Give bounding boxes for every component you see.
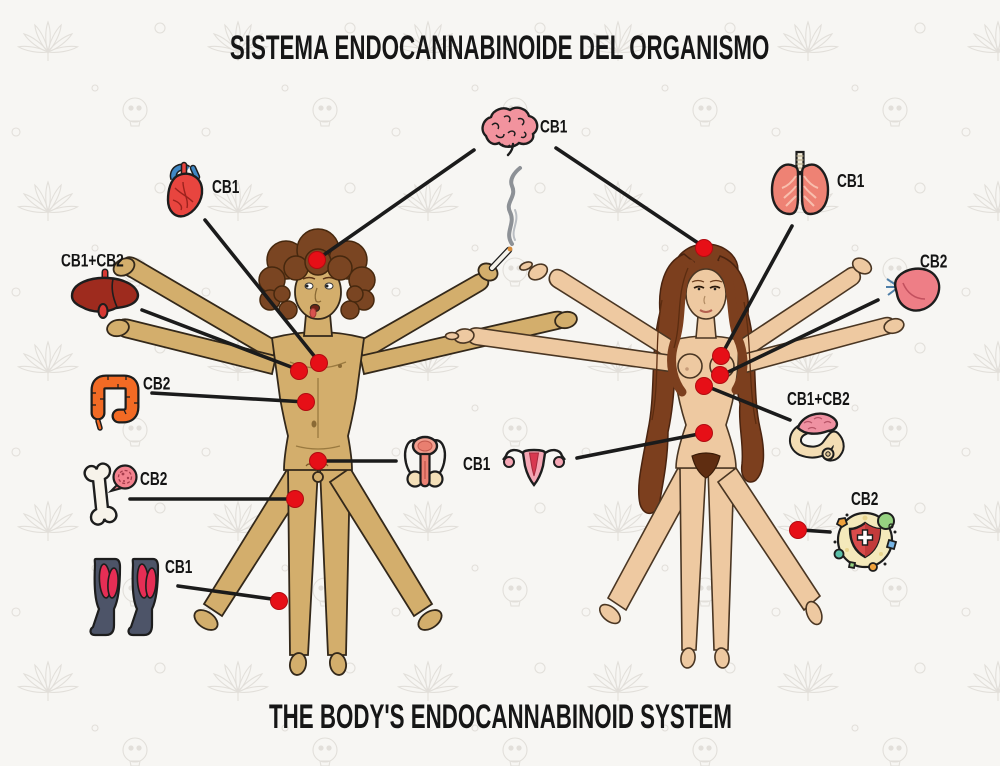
muscles-icon: [89, 557, 160, 637]
immune-receptor-label: CB2: [851, 487, 879, 509]
pancreas-receptor-label: CB1+CB2: [787, 387, 850, 409]
liver-receptor-label: CB1+CB2: [61, 249, 124, 271]
receptor-dots: [270, 239, 807, 610]
intestine-icon: [90, 374, 140, 431]
reproductive-receptor-label: CB1: [463, 452, 491, 474]
title-bottom: THE BODY'S ENDOCANNABINOID SYSTEM: [268, 696, 732, 737]
bone-icon: [83, 462, 138, 526]
brain-icon: [481, 106, 539, 157]
lungs-receptor-label: CB1: [837, 169, 865, 191]
intestine-receptor-label: CB2: [143, 372, 171, 394]
female-figure: [444, 243, 905, 669]
joint-and-smoke: [488, 166, 522, 272]
heart-receptor-label: CB1: [212, 175, 240, 197]
spleen-receptor-label: CB2: [920, 250, 948, 272]
title-top: SISTEMA ENDOCANNABINOIDE DEL ORGANISMO: [230, 27, 770, 68]
brain-receptor-label: CB1: [540, 115, 568, 137]
liver-icon: [70, 268, 140, 319]
uterus-icon: [502, 448, 566, 487]
muscles-receptor-label: CB1: [165, 555, 193, 577]
spleen-icon: [886, 267, 941, 312]
heart-icon: [166, 161, 204, 218]
lungs-icon: [770, 150, 830, 216]
connector-lines: [128, 146, 880, 602]
pancreas-icon: [789, 412, 845, 462]
immune-system-icon: [833, 511, 898, 572]
male-figure: [106, 228, 578, 676]
reproductive-organs-icon: [404, 435, 446, 488]
bone-receptor-label: CB2: [140, 467, 168, 489]
